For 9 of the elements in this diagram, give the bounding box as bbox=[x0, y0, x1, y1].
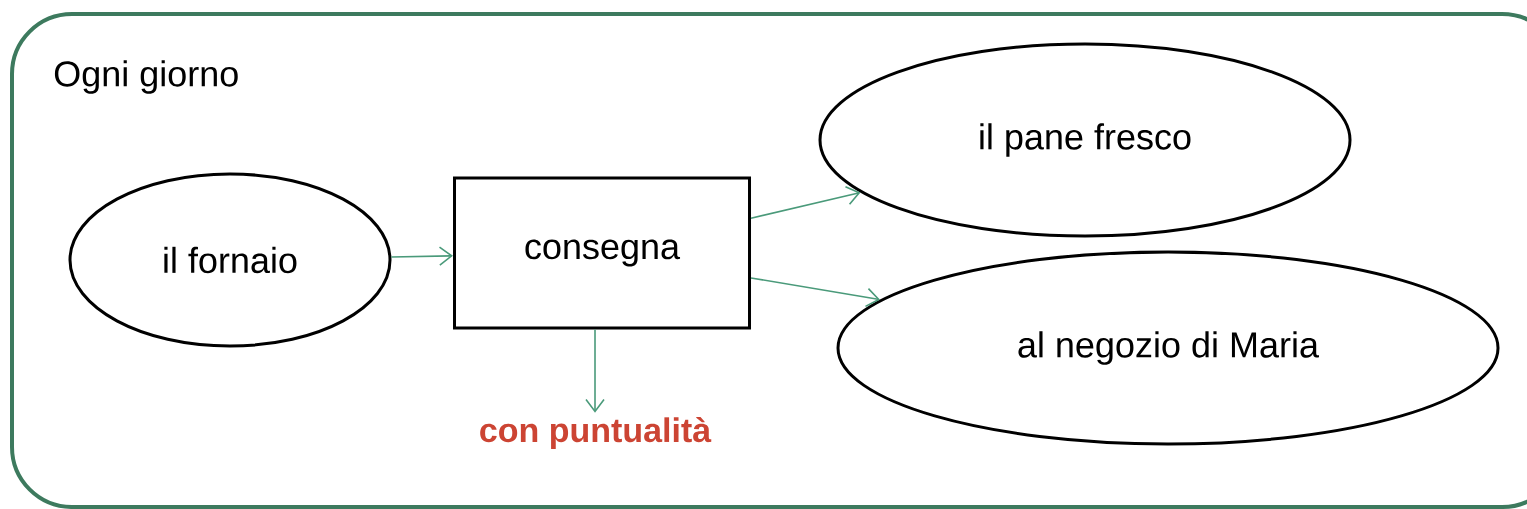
arrow bbox=[585, 328, 605, 413]
ellipse-node: al negozio di Maria bbox=[836, 250, 1500, 446]
outcome-text: con puntualità bbox=[480, 417, 712, 449]
ellipse-node: il pane fresco bbox=[818, 42, 1352, 238]
ellipse-node: il fornaio bbox=[68, 172, 392, 348]
arrow bbox=[750, 186, 861, 219]
process-box: consegna bbox=[453, 176, 751, 330]
arrow bbox=[390, 246, 453, 266]
arrow bbox=[750, 277, 881, 308]
